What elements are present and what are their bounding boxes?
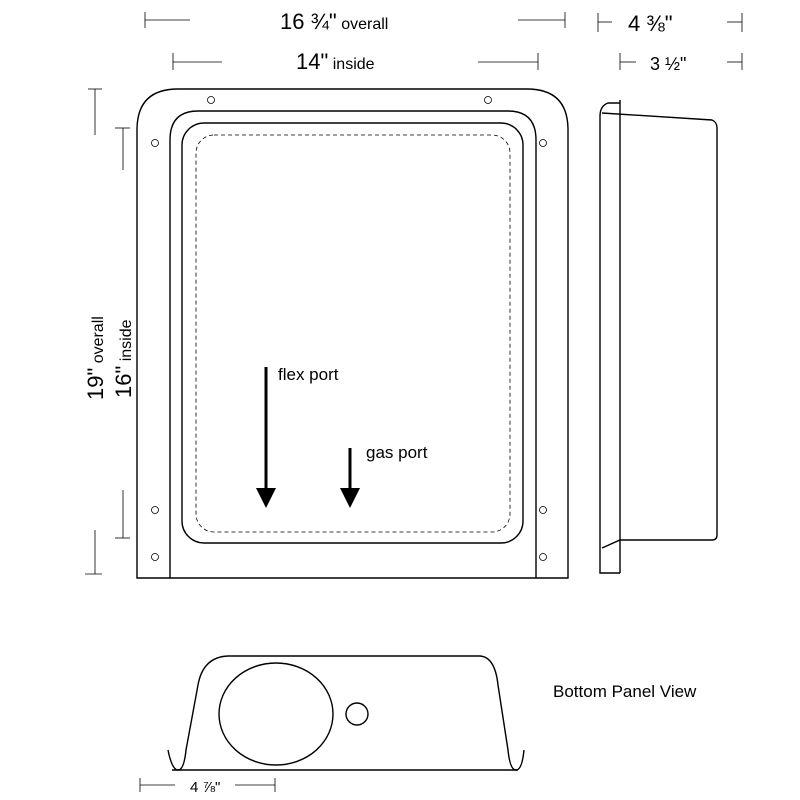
flex-port-arrow [256,367,276,508]
bottom-panel-view-label: Bottom Panel View [553,682,697,701]
dashed-inner-outline [195,134,511,533]
height-inside-label: inside [118,319,135,361]
side-view [599,100,718,574]
front-view: flex port gas port [136,88,569,579]
inner-wall [169,110,537,578]
mounting-holes [151,96,547,561]
width-overall-value: 16 ¾" [280,9,337,34]
depth-overall-value: 4 ⅜" [628,11,673,36]
gas-port-label: gas port [366,443,428,462]
depth-inside-value: 3 ½" [650,54,686,74]
gas-port-hole [345,702,369,726]
svg-text:16" inside: 16" inside [111,319,136,398]
height-inside-value: 16" [111,366,136,398]
height-overall-value: 19" [83,368,108,400]
gas-port-arrow [340,448,360,508]
outer-flange [136,88,569,579]
flex-port-hole [218,662,334,766]
svg-text:19" overall: 19" overall [83,316,108,400]
bottom-offset-value: 4 ⅞" [190,779,220,796]
dimension-width-inside: 14" inside [172,49,539,74]
width-inside-label: inside [333,56,375,73]
dimension-height-inside: 16" inside [111,127,136,539]
svg-text:16 ¾" overall: 16 ¾" overall [280,9,388,34]
recess-panel [181,122,524,544]
bottom-panel-view: 4 ⅞" [139,655,525,796]
dimension-depth-overall: 4 ⅜" [597,11,743,36]
flex-port-label: flex port [278,365,339,384]
svg-text:14" inside: 14" inside [296,49,375,74]
width-inside-value: 14" [296,49,328,74]
width-overall-label: overall [341,16,388,33]
dimension-depth-inside: 3 ½" [619,53,743,74]
height-overall-label: overall [90,316,107,363]
dimension-height-overall: 19" overall [83,88,108,575]
dimension-width-overall: 16 ¾" overall [144,9,566,34]
